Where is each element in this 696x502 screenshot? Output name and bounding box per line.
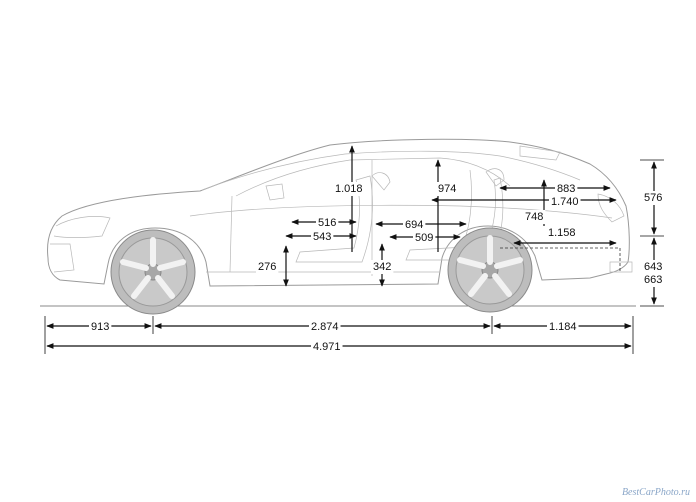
label-knockout [256,260,279,274]
label-knockout [523,210,546,224]
label-643: 643 [644,261,662,273]
label-knockout [333,182,365,196]
label-wheelbase: 2.874 [311,321,339,333]
label-276: 276 [258,261,276,273]
label-694: 694 [405,219,423,231]
label-knockout [311,340,343,354]
label-748: 748 [525,211,543,223]
label-1158: 1.158 [548,227,576,239]
label-576: 576 [644,192,662,204]
label-knockout [89,320,112,334]
label-knockout [555,182,578,196]
label-knockout [436,182,459,196]
label-rear-overhang: 1.184 [549,321,577,333]
interior-arrows [283,145,621,287]
label-knockout [403,218,426,232]
label-883: 883 [557,183,575,195]
label-1740: 1.740 [551,196,579,208]
dimension-labels: 1.018 974 883 1.740 748 1.158 516 543 69… [89,182,665,354]
label-663: 663 [644,274,662,286]
label-knockout [546,226,578,240]
label-knockout [311,230,334,244]
watermark-text: BestCarPhoto.ru [621,487,690,498]
label-543: 543 [313,231,331,243]
label-front-overhang: 913 [91,321,109,333]
label-knockout [547,320,579,334]
label-knockout [642,260,665,274]
label-knockout [549,195,581,209]
label-509: 509 [415,232,433,244]
front-wheel [110,229,196,315]
label-342: 342 [373,261,391,273]
rear-wheel [447,227,533,313]
label-knockout [413,231,436,245]
label-overall-length: 4.971 [313,341,341,353]
label-knockout [309,320,341,334]
label-knockout [642,191,665,205]
label-knockout [642,273,665,287]
label-516: 516 [318,217,336,229]
label-knockout [371,260,394,274]
label-headroom-front: 1.018 [335,183,363,195]
label-knockout [316,216,339,230]
label-headroom-rear: 974 [438,183,456,195]
